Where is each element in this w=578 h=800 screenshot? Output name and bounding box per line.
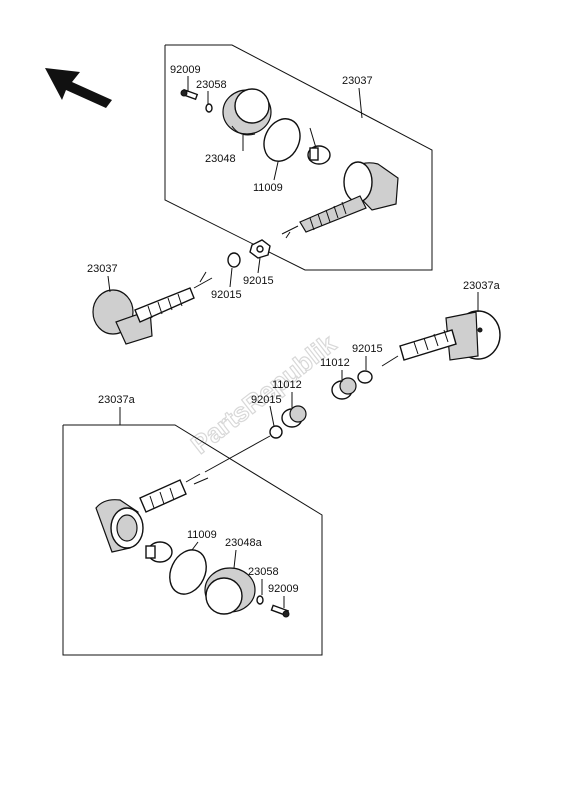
- label-23037-left: 23037: [87, 263, 118, 275]
- bulb-top: [307, 145, 331, 165]
- top-assembly-frame: [164, 44, 433, 271]
- label-23058-bottom: 23058: [248, 566, 279, 578]
- washer-23058-top: [205, 103, 213, 113]
- label-23037-top: 23037: [342, 75, 373, 87]
- nut-92015-center: [269, 425, 283, 439]
- washer-23058-bottom: [256, 595, 264, 605]
- housing-23037a-right: [381, 310, 501, 367]
- housing-23037-left: [92, 271, 213, 345]
- front-direction-arrow: [45, 68, 112, 108]
- label-92015-c: 92015: [352, 343, 383, 355]
- screw-92009-bottom: [270, 604, 290, 618]
- lens-23048: [222, 88, 272, 136]
- lens-23048a: [204, 567, 256, 615]
- label-92015-d: 92015: [251, 394, 282, 406]
- label-11009-top: 11009: [253, 182, 283, 194]
- label-11012-a: 11012: [320, 357, 350, 369]
- nut-92015-small: [227, 252, 241, 268]
- housing-23037-top: [281, 161, 399, 239]
- label-23058-top: 23058: [196, 79, 227, 91]
- gasket-11009-top: [263, 118, 301, 162]
- label-92009-top: 92009: [170, 64, 201, 76]
- label-11009-bottom: 11009: [187, 529, 217, 541]
- label-92015-a: 92015: [243, 275, 274, 287]
- connector-nut-92015-top: [249, 239, 271, 259]
- bottom-assembly-frame: [62, 424, 323, 656]
- housing-23037a-bottom: [95, 473, 209, 553]
- label-23037a-bottom: 23037a: [98, 394, 136, 406]
- nut-92015-right: [357, 370, 373, 384]
- center-axis-line: [204, 435, 271, 473]
- grommet-11012-right: [331, 377, 357, 400]
- label-23037a-right: 23037a: [463, 280, 501, 292]
- label-92015-b: 92015: [211, 289, 242, 301]
- label-11012-b: 11012: [272, 379, 302, 391]
- label-23048a: 23048a: [225, 537, 263, 549]
- screw-92009-top: [180, 88, 199, 101]
- grommet-11012-center: [281, 405, 307, 428]
- bulb-bottom: [145, 541, 173, 563]
- gasket-11009-bottom: [169, 549, 207, 595]
- label-92009-bottom: 92009: [268, 583, 299, 595]
- label-23048: 23048: [205, 153, 236, 165]
